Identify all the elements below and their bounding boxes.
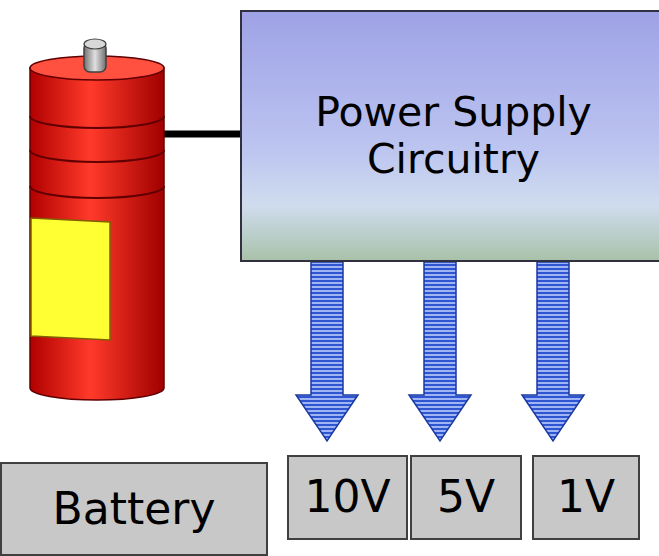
box-label: 1V <box>549 472 623 523</box>
battery-body <box>30 68 164 400</box>
battery-ring <box>30 150 164 162</box>
voltage-box: 5V <box>410 455 522 540</box>
power-arrow <box>522 262 584 441</box>
battery-label-patch <box>31 218 110 340</box>
voltage-box: 10V <box>287 455 408 540</box>
battery-wire <box>160 131 242 138</box>
power-arrow <box>296 262 358 441</box>
box-label: Power Supply Circuitry <box>242 89 659 183</box>
process-box: Power Supply Circuitry <box>240 10 659 262</box>
battery-terminal-top <box>84 39 106 49</box>
box-label: Battery <box>45 484 224 535</box>
voltage-box: 1V <box>532 455 640 540</box>
box-label: 10V <box>296 472 398 523</box>
battery-ring <box>30 186 164 198</box>
box-label: 5V <box>429 472 503 523</box>
power-arrow <box>409 262 471 441</box>
battery-ring <box>30 116 164 128</box>
source-box: Battery <box>0 462 268 556</box>
